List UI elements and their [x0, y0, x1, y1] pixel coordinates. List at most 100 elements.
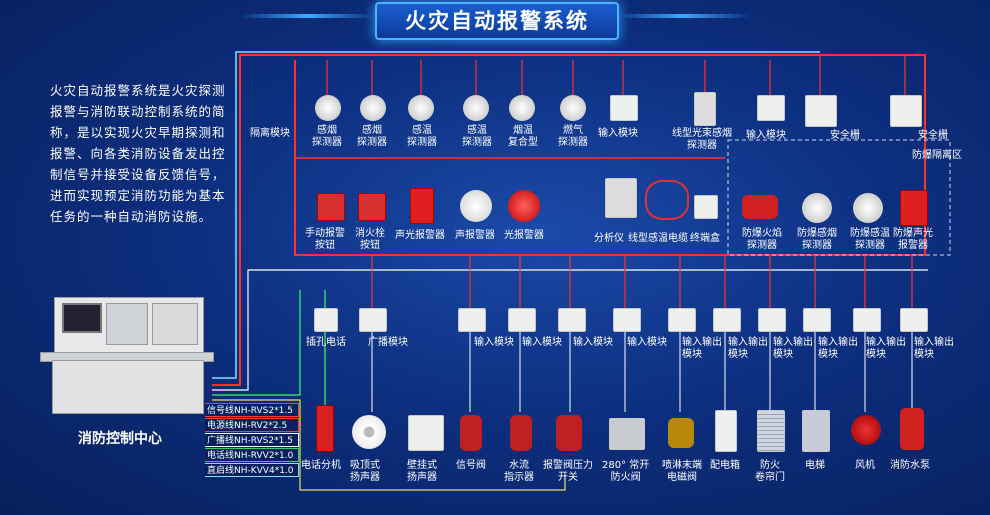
pressure-switch-icon: [556, 415, 582, 451]
heat-cable-icon: [645, 180, 689, 220]
elevator-icon: [802, 410, 830, 452]
input-module-icon: [558, 308, 586, 332]
top-right-label: 安全栅: [830, 130, 860, 141]
top-device-label: 燃气 探测器: [558, 125, 588, 148]
module-label: 输入模块: [627, 337, 667, 348]
input-module-icon: [610, 95, 638, 121]
strobe-icon: [508, 190, 540, 222]
title-wing-right: [615, 14, 750, 18]
cable-legend-item: 电源线NH-RV2*2.5: [205, 418, 299, 432]
distribution-box-icon: [715, 410, 737, 452]
bottom-device-label: 水流 指示器: [504, 460, 534, 483]
mid-right-label: 终端盒: [690, 233, 720, 244]
input-module-icon: [508, 308, 536, 332]
phone-extension-icon: [316, 405, 334, 452]
page-title: 火灾自动报警系统: [375, 2, 619, 40]
mid-right-label: 线型感温电缆: [628, 233, 688, 244]
top-right-label: 线型光束感烟 探测器: [672, 128, 732, 151]
top-device-label: 感温 探测器: [462, 125, 492, 148]
module-label: 输入模块: [474, 337, 514, 348]
bottom-device-label: 信号阀: [456, 460, 486, 471]
ex-smoke-detector-icon: [802, 193, 832, 223]
top-device-label: 感烟 探测器: [357, 125, 387, 148]
explosion-zone-label: 防爆隔离区: [912, 150, 962, 161]
top-right-label: 输入模块: [598, 128, 638, 139]
terminal-box-icon: [694, 195, 718, 219]
module-label: 输入输出 模块: [818, 337, 858, 360]
smoke-detector-icon: [360, 95, 386, 121]
title-wing-left: [240, 14, 375, 18]
ex-device-label: 防爆声光 报警器: [893, 228, 933, 251]
mid-device-label: 手动报警 按钮: [305, 228, 345, 251]
module-label: 输入模块: [522, 337, 562, 348]
cable-legend-item: 广播线NH-RVS2*1.5: [205, 433, 299, 447]
gas-detector-icon: [560, 95, 586, 121]
monitor-icon: [62, 303, 102, 333]
bottom-device-label: 防火 卷帘门: [755, 460, 785, 483]
fan-icon: [851, 415, 881, 445]
beam-detector-icon: [694, 92, 716, 126]
bottom-device-label: 消防水泵: [890, 460, 930, 471]
io-module-icon: [900, 308, 928, 332]
audible-visual-alarm-icon: [410, 188, 434, 224]
ex-device-label: 防爆感烟 探测器: [797, 228, 837, 251]
io-module-icon: [853, 308, 881, 332]
bottom-device-label: 壁挂式 扬声器: [407, 460, 437, 483]
fire-damper-icon: [609, 418, 645, 450]
io-module-icon: [668, 308, 696, 332]
safety-barrier-icon: [890, 95, 922, 127]
panel-module-icon: [152, 303, 198, 345]
solenoid-valve-icon: [668, 418, 694, 448]
sounder-icon: [460, 190, 492, 222]
smoke-detector-icon: [315, 95, 341, 121]
ex-alarm-icon: [900, 190, 928, 226]
cable-legend-item: 直启线NH-KVV4*1.0: [205, 463, 299, 477]
cable-legend-item: 信号线NH-RVS2*1.5: [205, 403, 299, 417]
mid-device-label: 消火栓 按钮: [355, 228, 385, 251]
phone-jack-icon: [314, 308, 338, 332]
control-center-label: 消防控制中心: [78, 431, 162, 447]
top-right-label: 安全栅: [918, 130, 948, 141]
module-label: 输入输出 模块: [682, 337, 722, 360]
module-label: 输入输出 模块: [866, 337, 906, 360]
io-module-icon: [758, 308, 786, 332]
broadcast-module-icon: [359, 308, 387, 332]
signal-valve-icon: [460, 415, 482, 451]
input-module-icon: [757, 95, 785, 121]
mid-device-label: 声光报警器: [395, 230, 445, 241]
bottom-device-label: 电话分机: [301, 460, 341, 471]
input-module-icon: [458, 308, 486, 332]
fire-pump-icon: [900, 408, 924, 450]
module-label: 输入输出 模块: [728, 337, 768, 360]
top-right-label: 输入模块: [746, 130, 786, 141]
bottom-device-label: 风机: [855, 460, 875, 471]
combo-detector-icon: [509, 95, 535, 121]
mid-device-label: 声报警器: [455, 230, 495, 241]
flow-indicator-icon: [510, 415, 532, 451]
io-module-icon: [803, 308, 831, 332]
io-module-icon: [713, 308, 741, 332]
top-device-label: 感温 探测器: [407, 125, 437, 148]
cable-legend-item: 电话线NH-RVV2*1.0: [205, 448, 299, 462]
heat-detector-icon: [408, 95, 434, 121]
flame-detector-icon: [742, 195, 778, 219]
isolation-module-label: 隔离模块: [250, 128, 290, 139]
ex-heat-detector-icon: [853, 193, 883, 223]
hydrant-button-icon: [358, 193, 386, 221]
module-label: 输入输出 模块: [914, 337, 954, 360]
panel-module-icon: [106, 303, 148, 345]
mid-device-label: 光报警器: [504, 230, 544, 241]
bottom-device-label: 吸顶式 扬声器: [350, 460, 380, 483]
bottom-device-label: 280° 常开 防火阀: [602, 460, 650, 483]
ex-device-label: 防爆火焰 探测器: [742, 228, 782, 251]
bottom-device-label: 电梯: [805, 460, 825, 471]
top-device-label: 烟温 复合型: [508, 125, 538, 148]
module-label: 输入模块: [573, 337, 613, 348]
bottom-device-label: 配电箱: [710, 460, 740, 471]
heat-detector-icon: [463, 95, 489, 121]
intro-text: 火灾自动报警系统是火灾探测报警与消防联动控制系统的简称，是以实现火灾早期探测和报…: [50, 83, 226, 224]
mid-right-label: 分析仪: [594, 233, 624, 244]
bottom-device-label: 报警阀压力 开关: [543, 460, 593, 483]
